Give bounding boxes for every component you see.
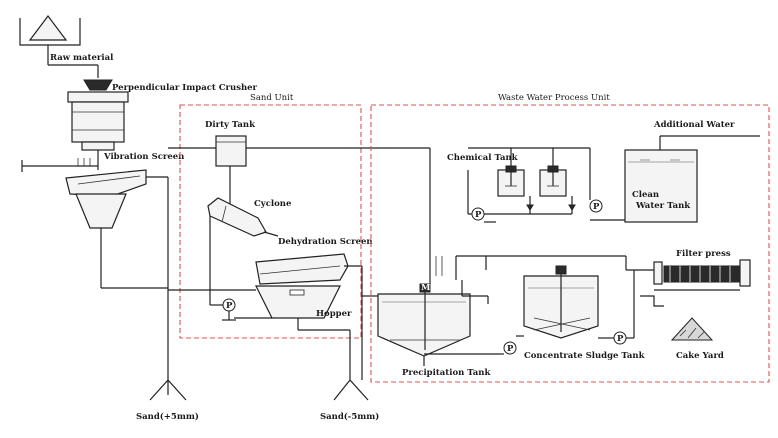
clean-water-label-1: Clean (632, 190, 659, 200)
sand-fine-pile (298, 266, 369, 401)
precipitation-motor-symbol: M (421, 283, 431, 293)
precipitation-pump-symbol: P (507, 344, 514, 354)
filter-press (625, 256, 751, 307)
impact-crusher (67, 79, 129, 151)
crusher-label: Perpendicular Impact Crusher (112, 83, 258, 93)
precipitation-pump (500, 341, 517, 355)
dirty-tank-label: Dirty Tank (205, 120, 256, 130)
chemical-tanks (467, 147, 590, 215)
sand-unit-title: Sand Unit (250, 93, 294, 103)
clean-water-tank (589, 135, 760, 223)
hopper-label: Hopper (316, 309, 352, 319)
chemical-pump-symbol: P (475, 210, 482, 220)
hopper (168, 285, 341, 330)
additional-water-label: Additional Water (653, 120, 735, 130)
chemical-tank-label: Chemical Tank (447, 153, 519, 163)
sand-unit-boundary (179, 104, 362, 339)
waste-unit-title: Waste Water Process Unit (498, 93, 610, 103)
cake-yard (670, 317, 714, 341)
cake-yard-label: Cake Yard (676, 351, 724, 361)
filter-press-label: Filter press (676, 249, 731, 259)
concentrate-sludge-tank-label: Concentrate Sludge Tank (524, 351, 646, 361)
precipitation-tank-label: Precipitation Tank (402, 368, 491, 378)
sludge-pump (598, 270, 635, 345)
dehydration-screen (255, 253, 362, 285)
dirty-tank (168, 135, 430, 205)
sand-fine-label: Sand(-5mm) (320, 411, 379, 422)
sludge-pump-symbol: P (617, 334, 624, 344)
vibration-screen-label: Vibration Screen (103, 152, 184, 162)
cyclone (207, 197, 279, 262)
chemical-pump (471, 207, 496, 223)
sand-coarse-pile (149, 379, 187, 401)
concentrate-sludge-tank (485, 255, 626, 339)
clean-water-pump-symbol: P (593, 202, 600, 212)
sand-pump (209, 262, 236, 321)
precipitation-tank (377, 148, 500, 366)
raw-material-label: Raw material (50, 53, 114, 63)
clean-water-label-2: Water Tank (635, 201, 691, 211)
dehydration-screen-label: Dehydration Screen (278, 237, 373, 247)
sand-pump-symbol: P (226, 301, 233, 311)
clean-water-pump (589, 199, 603, 213)
waste-unit-boundary (370, 104, 770, 383)
cyclone-label: Cyclone (254, 199, 292, 209)
sand-coarse-label: Sand(+5mm) (136, 411, 199, 422)
raw-material-pile (19, 15, 99, 78)
vibration-screen (21, 150, 169, 380)
